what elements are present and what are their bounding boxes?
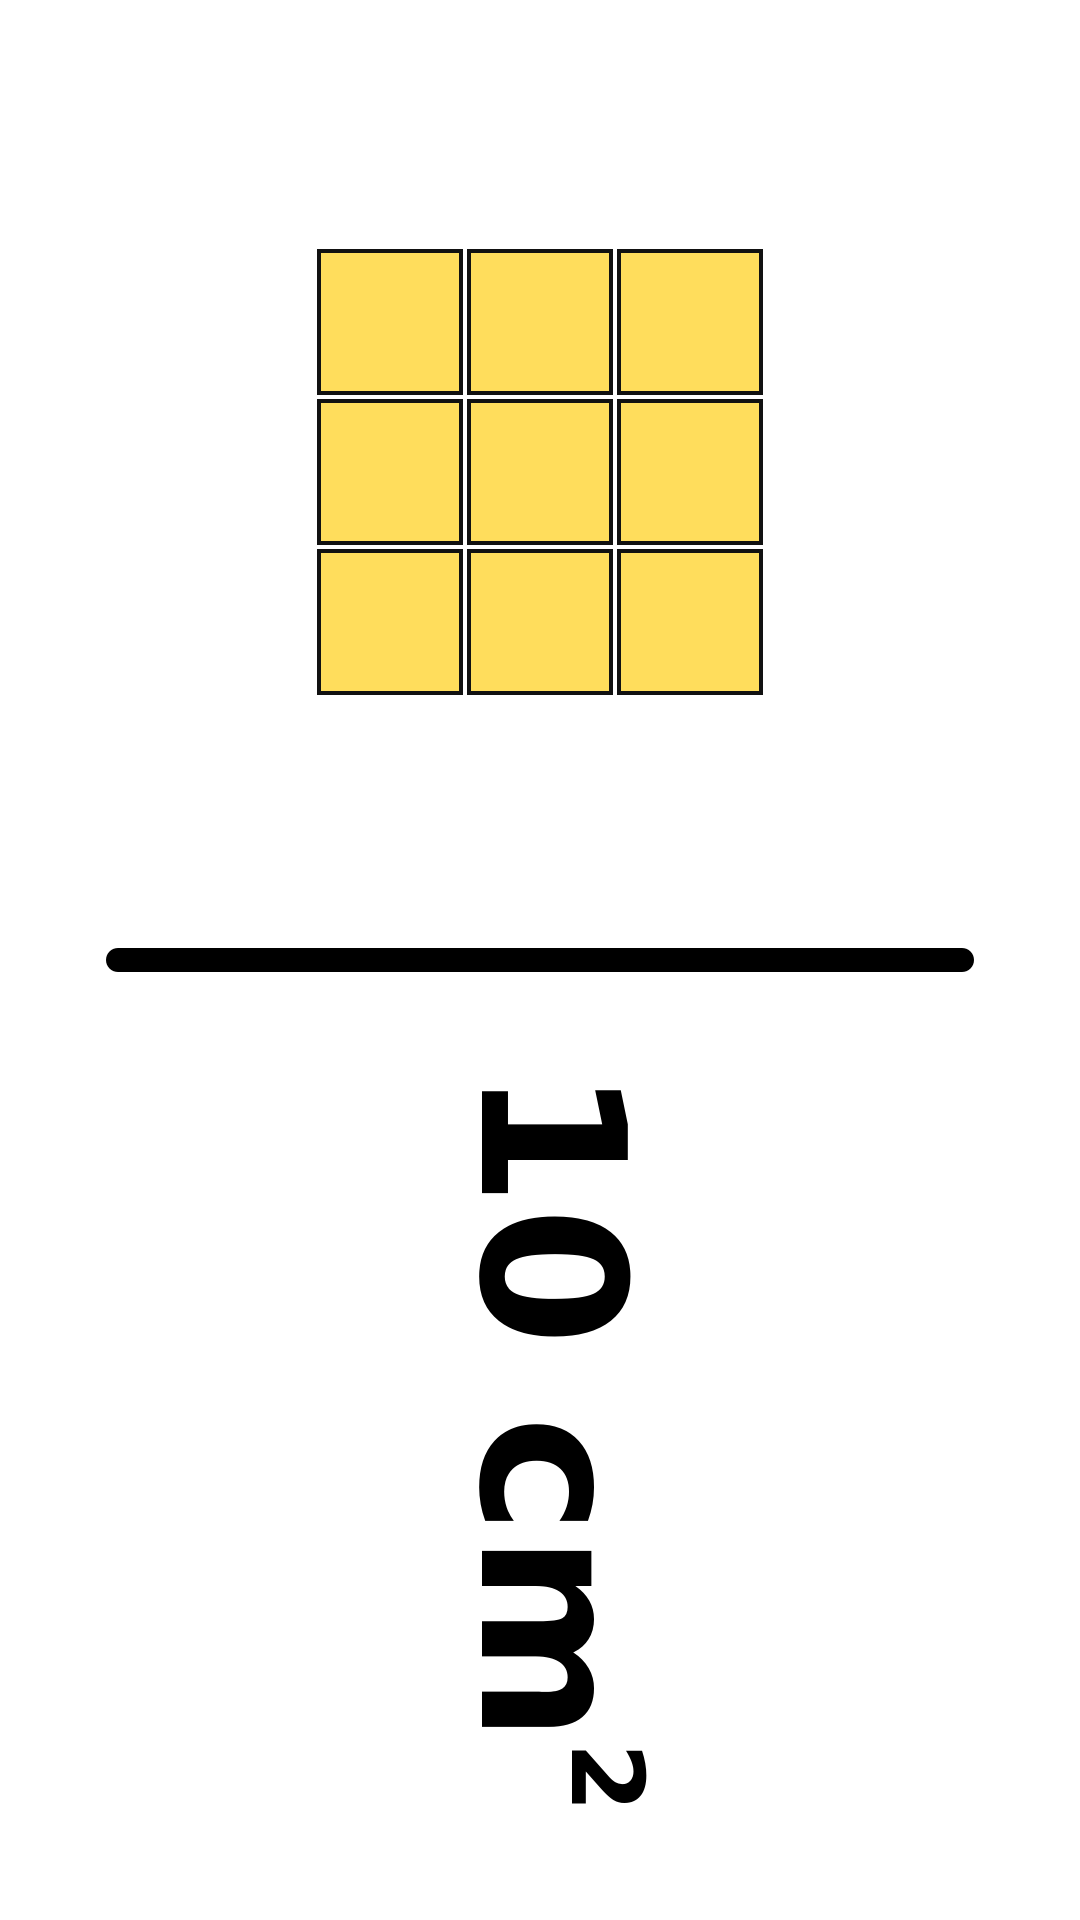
unit-square bbox=[317, 249, 463, 395]
area-value: 10 cm bbox=[434, 1067, 667, 1743]
unit-square bbox=[467, 549, 613, 695]
unit-square bbox=[317, 549, 463, 695]
unit-square bbox=[317, 399, 463, 545]
unit-square bbox=[467, 399, 613, 545]
area-unit-exponent: 2 bbox=[548, 1742, 665, 1813]
unit-square-grid bbox=[315, 247, 765, 697]
unit-square bbox=[617, 399, 763, 545]
unit-square bbox=[467, 249, 613, 395]
divider-line bbox=[106, 948, 974, 972]
unit-square bbox=[617, 549, 763, 695]
unit-square bbox=[617, 249, 763, 395]
area-label: 10 cm2 bbox=[434, 1068, 667, 1813]
area-label-container: 10 cm2 bbox=[430, 1068, 670, 1813]
